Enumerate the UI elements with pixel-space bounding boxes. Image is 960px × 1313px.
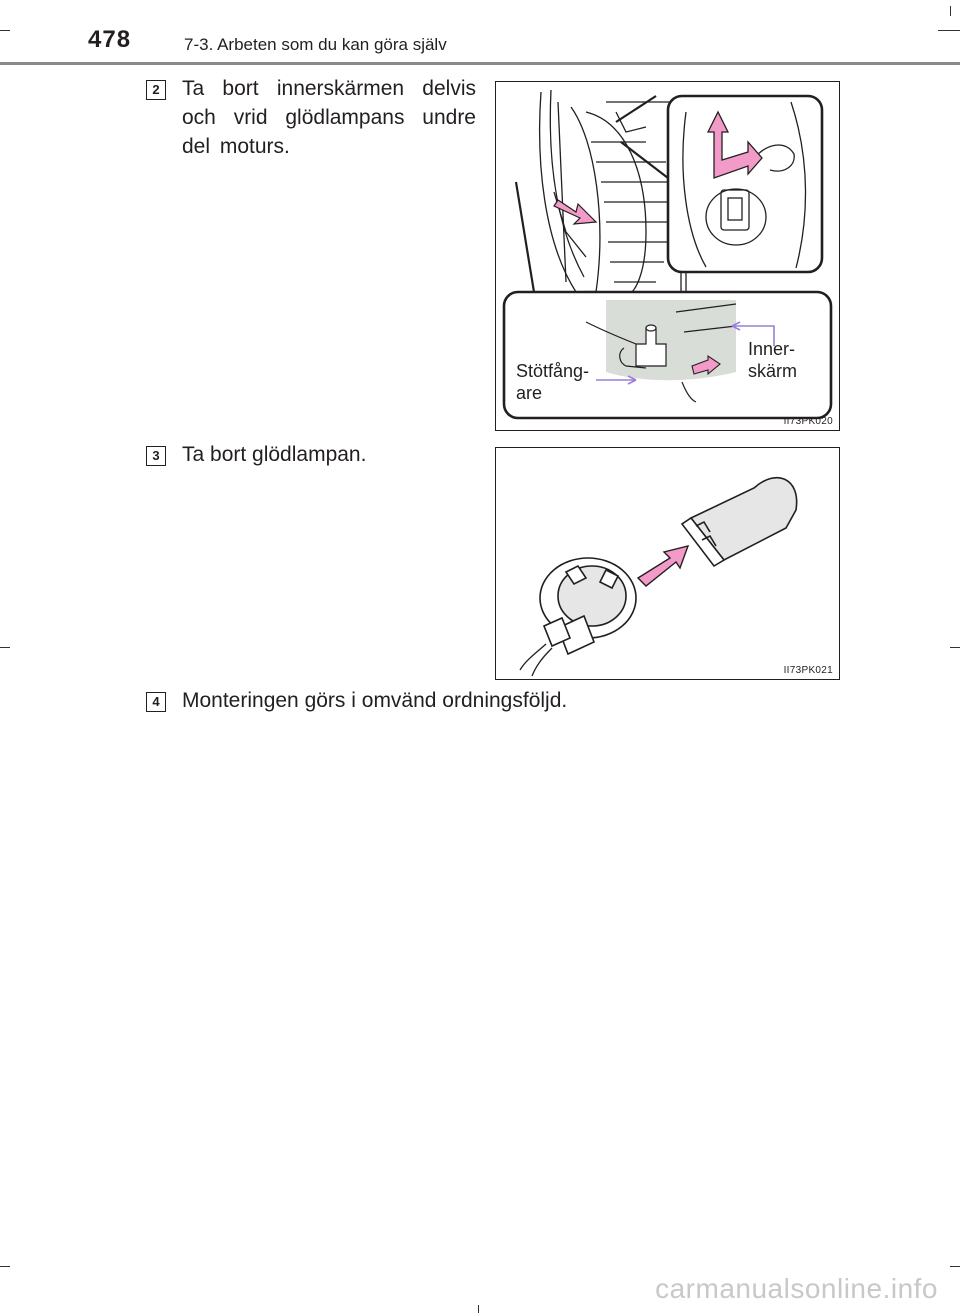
crop-mark — [0, 647, 10, 648]
figure-bulb-removal-illustration: II73PK021 — [495, 447, 840, 680]
figure-code: II73PK020 — [783, 416, 833, 427]
step-number-badge: 3 — [146, 446, 166, 466]
fender-bulb-illustration — [502, 89, 833, 420]
crop-mark — [938, 30, 952, 31]
crop-mark — [950, 1266, 960, 1267]
page-number: 478 — [88, 26, 132, 53]
figure-code: II73PK021 — [783, 665, 833, 676]
crop-mark — [0, 1266, 10, 1267]
step-number-badge: 4 — [146, 692, 166, 712]
bulb-removal-illustration — [519, 477, 798, 677]
step-instruction-text: Ta bort glödlampan. — [182, 443, 367, 466]
crop-mark — [478, 1305, 479, 1313]
step-instruction-text: Ta bort innerskärmen delvis och vrid glö… — [182, 77, 476, 158]
callout-inner-fender: Inner- skärm — [748, 339, 797, 381]
callout-bumper: Stötfång- are — [516, 361, 590, 403]
step-instruction-text: Monteringen görs i omvänd ordningsföljd. — [182, 689, 568, 712]
watermark: carmanualsonline.info — [655, 1273, 938, 1304]
crop-mark — [950, 6, 951, 16]
header-rule — [0, 62, 960, 65]
crop-mark — [950, 647, 960, 648]
crop-mark — [950, 30, 960, 31]
section-title: 7-3. Arbeten som du kan göra själv — [184, 35, 447, 54]
step-number-badge: 2 — [146, 80, 166, 100]
figure-inner-fender-illustration: Inner- skärm Stötfång- are II73PK020 — [495, 81, 840, 431]
crop-mark — [0, 30, 10, 31]
